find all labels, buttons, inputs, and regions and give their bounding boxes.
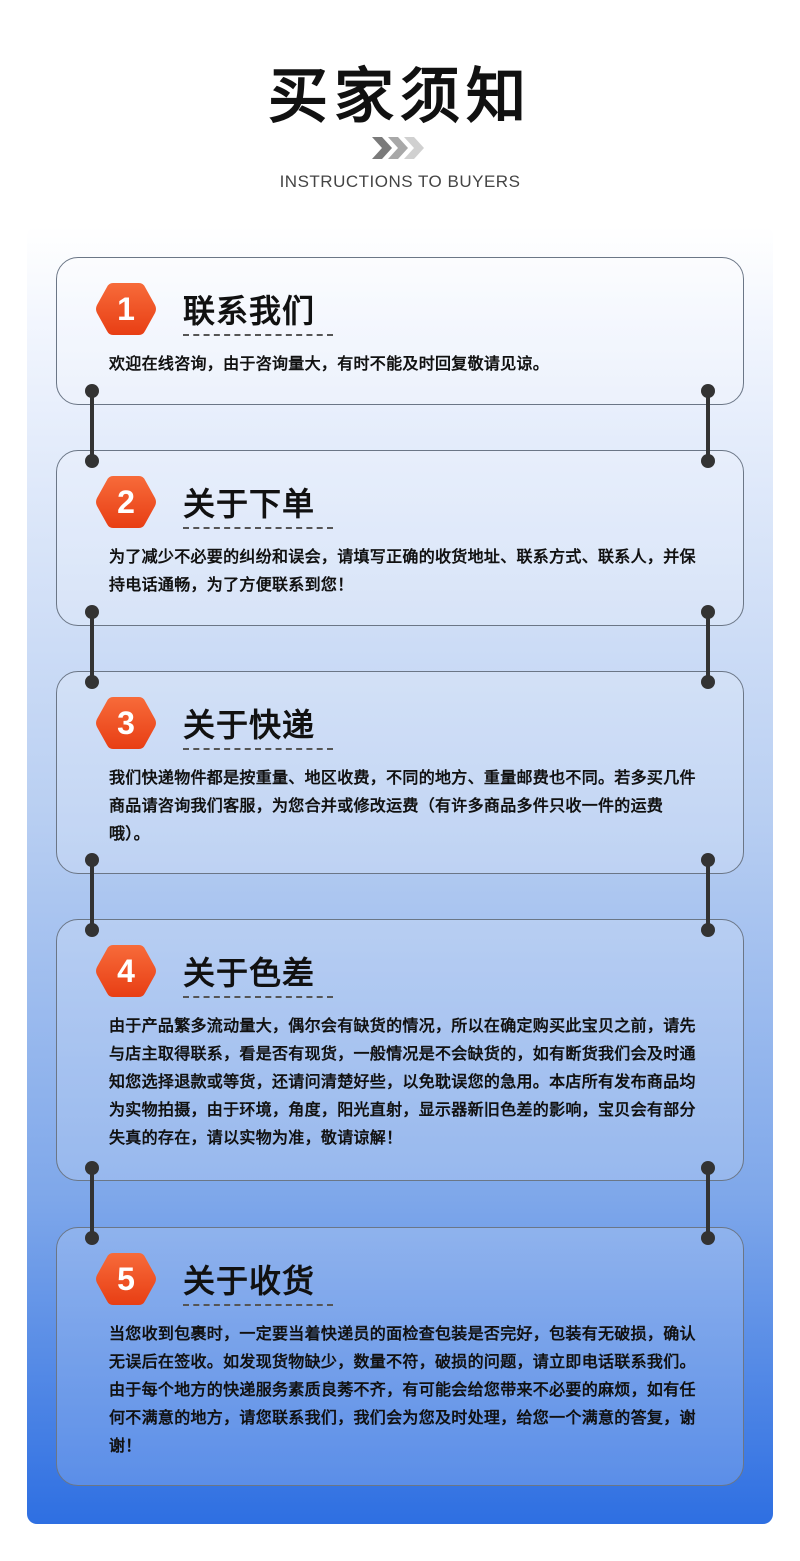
badge-number: 4 xyxy=(117,953,135,989)
badge-number: 3 xyxy=(117,705,135,741)
card-body: 欢迎在线咨询，由于咨询量大，有时不能及时回复敬请见谅。 xyxy=(109,354,550,373)
connector-left xyxy=(85,384,99,468)
badge-number: 5 xyxy=(117,1261,135,1297)
card-about-ordering: 2 关于下单 为了减少不必要的纠纷和误会，请填写正确的收货地址、联系方式、联系人… xyxy=(56,450,744,626)
dashed-underline xyxy=(183,748,333,750)
connector-left xyxy=(85,1161,99,1245)
card-body: 由于产品繁多流动量大，偶尔会有缺货的情况，所以在确定购买此宝贝之前，请先与店主取… xyxy=(109,1016,696,1147)
hexagon-icon xyxy=(96,476,156,528)
card-about-receiving: 5 关于收货 当您收到包裹时，一定要当着快递员的面检查包装是否完好，包装有无破损… xyxy=(56,1227,744,1486)
number-badge: 4 xyxy=(95,942,157,1000)
hexagon-icon xyxy=(96,1253,156,1305)
connector-right xyxy=(701,605,715,689)
card-title: 关于下单 xyxy=(183,485,316,523)
dashed-underline xyxy=(183,334,333,336)
card-title: 关于收货 xyxy=(183,1262,316,1300)
card-body: 为了减少不必要的纠纷和误会，请填写正确的收货地址、联系方式、联系人，并保持电话通… xyxy=(109,547,696,594)
card-title: 联系我们 xyxy=(183,292,316,330)
connector-left xyxy=(85,605,99,689)
card-title: 关于色差 xyxy=(183,954,316,992)
page-subtitle: INSTRUCTIONS TO BUYERS xyxy=(279,172,521,191)
hexagon-icon xyxy=(96,697,156,749)
connector-right xyxy=(701,1161,715,1245)
connector-right xyxy=(701,384,715,468)
number-badge: 3 xyxy=(95,694,157,752)
hexagon-icon xyxy=(96,283,156,335)
chevron-arrows-icon xyxy=(372,137,424,159)
card-about-delivery: 3 关于快递 我们快递物件都是按重量、地区收费，不同的地方、重量邮费也不同。若多… xyxy=(56,671,744,874)
number-badge: 2 xyxy=(95,473,157,531)
dashed-underline xyxy=(183,527,333,529)
connector-left xyxy=(85,853,99,937)
card-contact-us: 1 联系我们 欢迎在线咨询，由于咨询量大，有时不能及时回复敬请见谅。 xyxy=(56,257,744,405)
hexagon-icon xyxy=(96,945,156,997)
connector-right xyxy=(701,853,715,937)
card-body: 当您收到包裹时，一定要当着快递员的面检查包装是否完好，包装有无破损，确认无误后在… xyxy=(109,1324,696,1455)
dashed-underline xyxy=(183,996,333,998)
dashed-underline xyxy=(183,1304,333,1306)
page-title: 买家须知 xyxy=(268,62,532,132)
number-badge: 1 xyxy=(95,280,157,338)
number-badge: 5 xyxy=(95,1250,157,1308)
badge-number: 1 xyxy=(117,291,135,327)
instructions-panel xyxy=(27,226,773,1524)
card-title: 关于快递 xyxy=(183,706,316,744)
badge-number: 2 xyxy=(117,484,135,520)
card-about-color-difference: 4 关于色差 由于产品繁多流动量大，偶尔会有缺货的情况，所以在确定购买此宝贝之前… xyxy=(56,919,744,1181)
card-body: 我们快递物件都是按重量、地区收费，不同的地方、重量邮费也不同。若多买几件商品请咨… xyxy=(109,768,696,843)
